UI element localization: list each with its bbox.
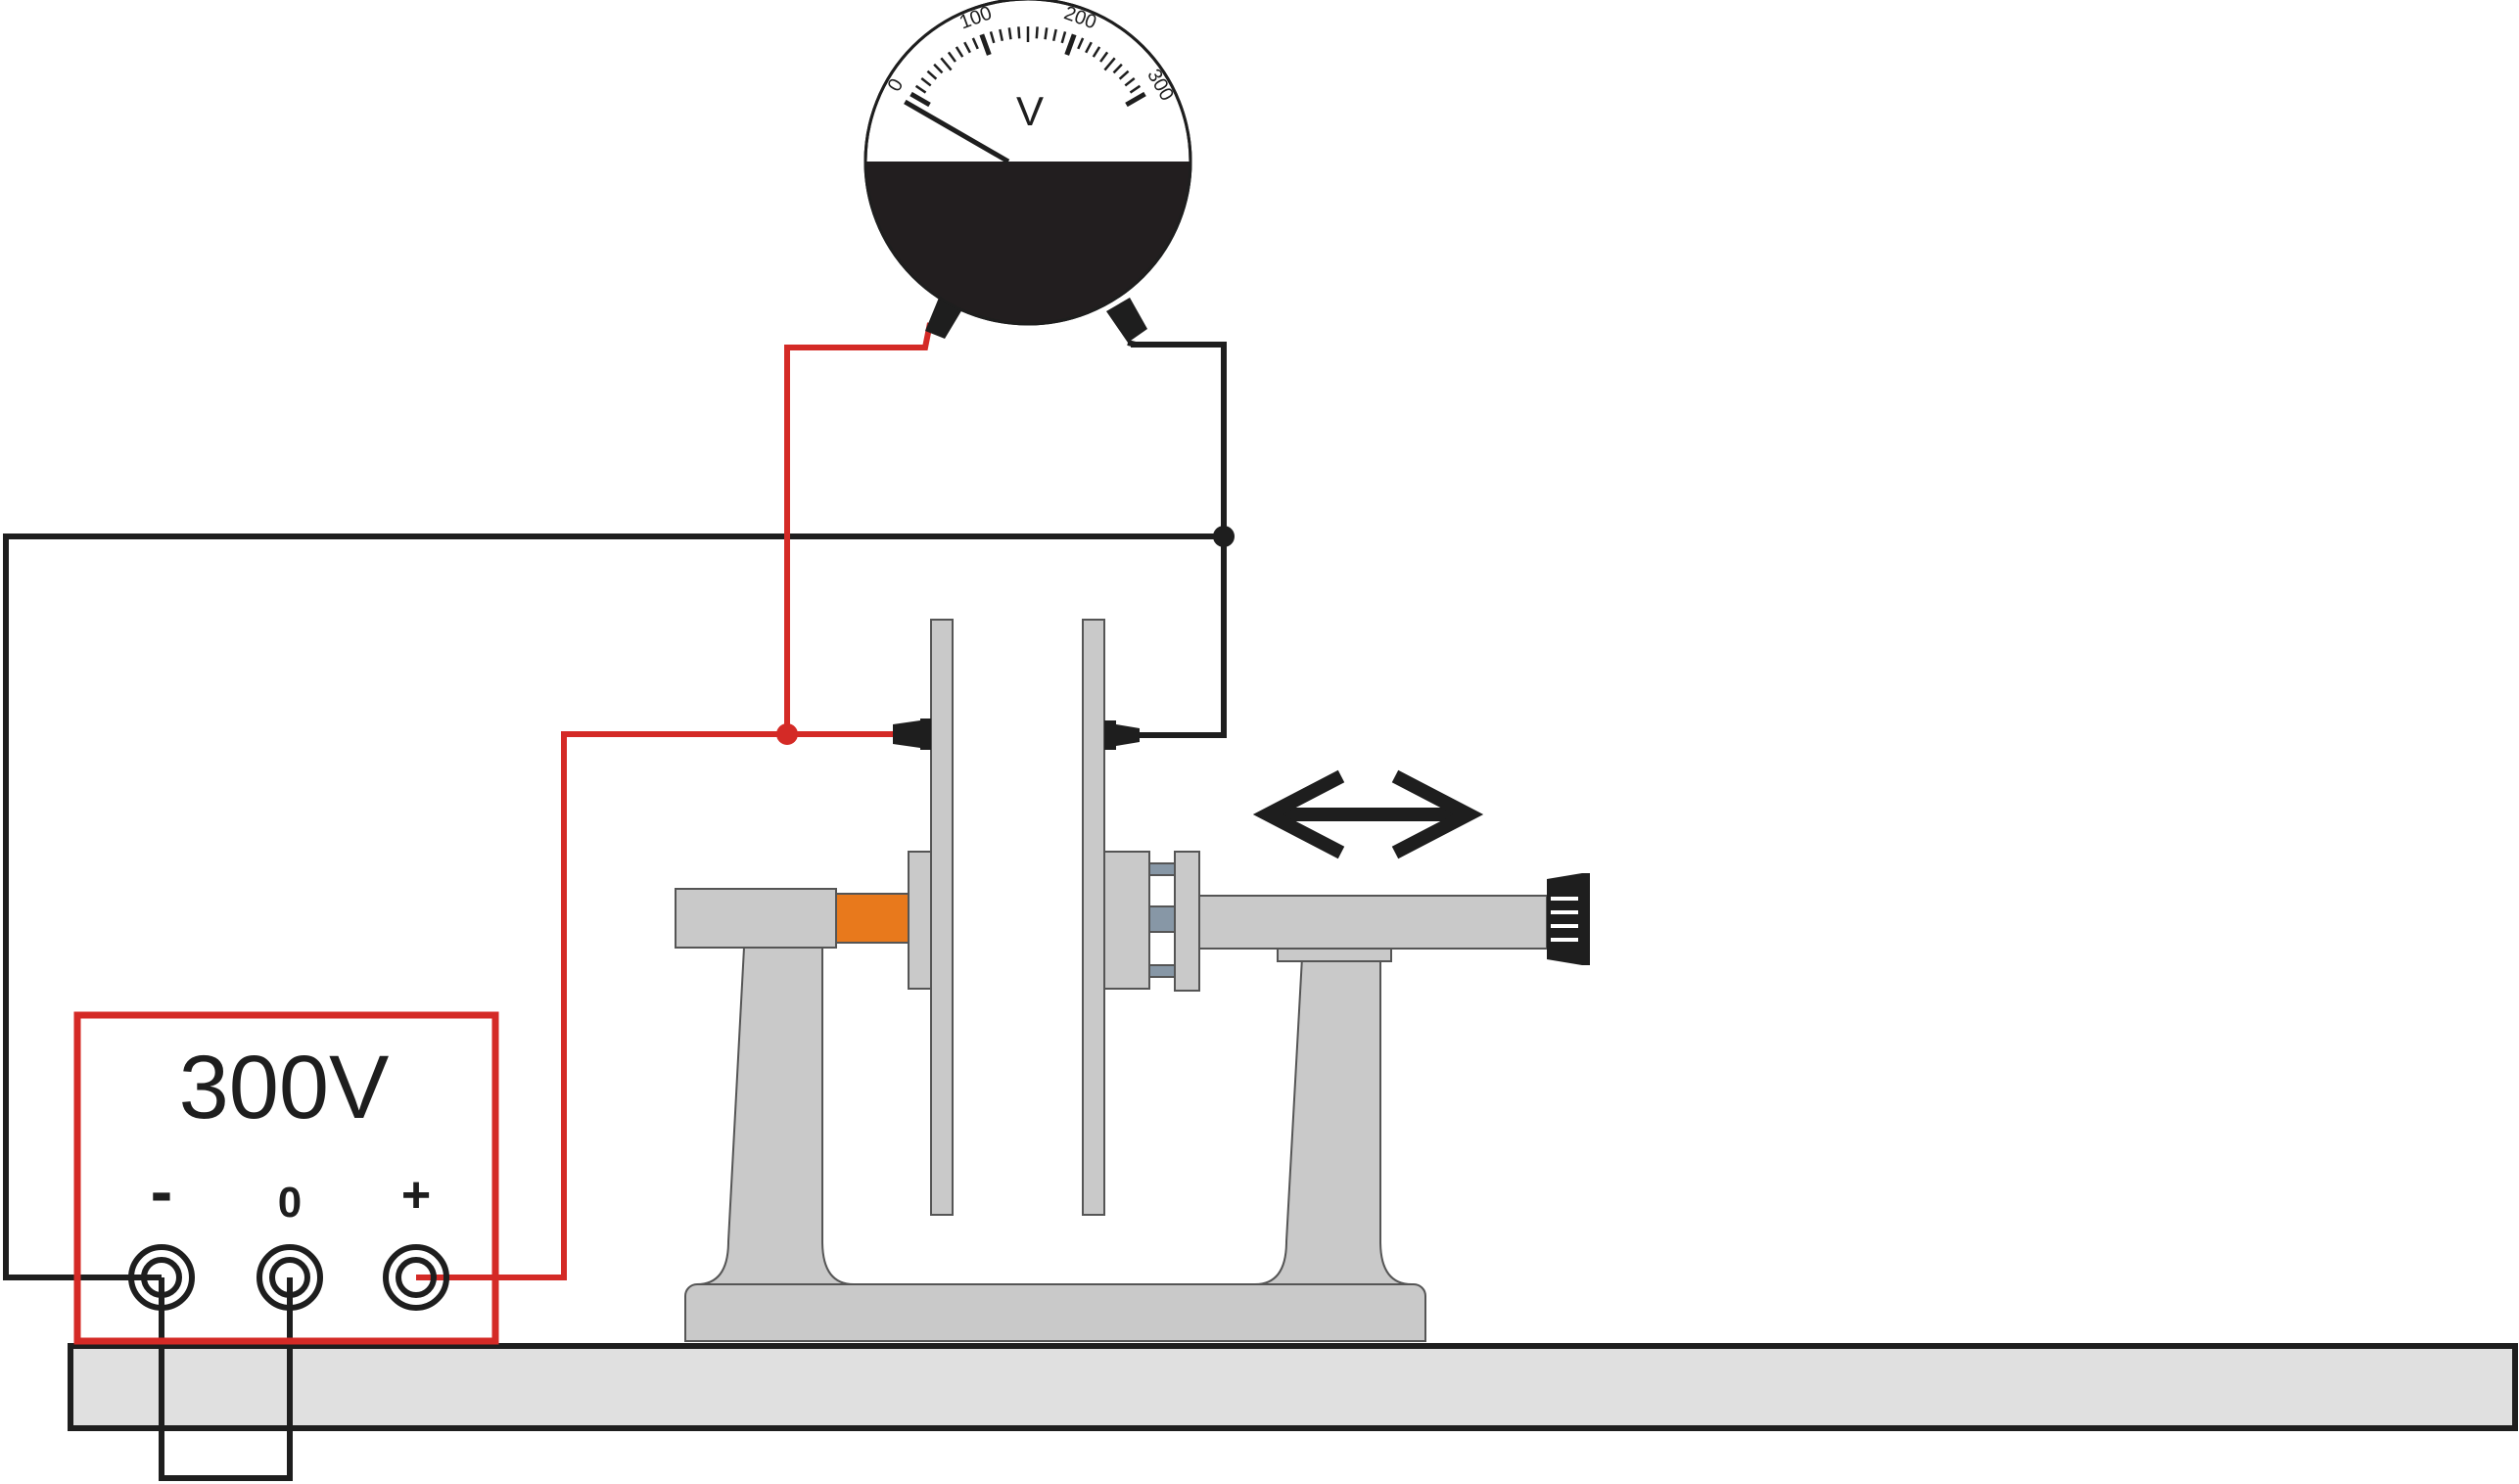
power-supply-box xyxy=(73,1011,499,1345)
scale-minor-tick xyxy=(1085,41,1093,54)
scale-minor-tick xyxy=(1017,26,1021,39)
slider-bolts xyxy=(1148,862,1176,978)
scale-minor-tick xyxy=(1103,57,1116,71)
scale-minor-tick xyxy=(1099,51,1109,63)
terminal-zero-socket[interactable] xyxy=(257,1244,323,1311)
ground-junction-dot xyxy=(1213,526,1235,547)
right-capacitor-plate[interactable] xyxy=(1082,619,1105,1216)
voltmeter-body xyxy=(865,162,1190,324)
scale-minor-tick xyxy=(999,28,1004,42)
scale-minor-tick xyxy=(1129,84,1142,94)
scale-minor-tick xyxy=(1077,37,1085,50)
scale-major-tick xyxy=(979,33,992,56)
scale-major-tick xyxy=(1125,91,1146,108)
stand-base xyxy=(684,1283,1426,1342)
scale-minor-tick xyxy=(955,46,964,58)
scale-minor-tick xyxy=(1112,63,1123,74)
scale-minor-tick xyxy=(1044,27,1049,40)
terminal-minus-label: - xyxy=(151,1154,173,1229)
scale-minor-tick xyxy=(1035,26,1039,39)
scale-minor-tick xyxy=(1060,31,1067,44)
positive-wires xyxy=(416,322,933,1280)
voltmeter-needle xyxy=(904,99,1010,164)
terminal-plus-label: + xyxy=(401,1167,431,1224)
scale-minor-tick xyxy=(963,41,971,54)
power-supply-voltage-label: 300V xyxy=(179,1038,390,1137)
right-pillar xyxy=(1254,956,1413,1285)
right-pillar-cap xyxy=(1277,947,1392,962)
left-pillar xyxy=(696,947,855,1285)
scale-minor-tick xyxy=(947,51,956,63)
scale-minor-tick xyxy=(1124,77,1136,87)
left-plate-holder xyxy=(908,851,935,990)
scale-minor-tick xyxy=(926,70,938,80)
power-supply: 300V - 0 + xyxy=(73,1011,499,1345)
scale-minor-tick xyxy=(933,63,944,74)
left-arm xyxy=(675,888,837,949)
right-plate-connector xyxy=(1104,720,1140,750)
scale-major-tick xyxy=(910,91,931,108)
scale-minor-tick xyxy=(940,57,953,71)
voltmeter-left-terminal xyxy=(925,298,962,339)
voltmeter-right-terminal xyxy=(1106,298,1147,348)
movement-double-arrow-icon xyxy=(1252,769,1484,859)
terminal-zero-label: 0 xyxy=(278,1179,302,1227)
right-rod xyxy=(1198,895,1548,950)
scale-minor-tick xyxy=(1092,46,1101,58)
scale-minor-tick xyxy=(1007,27,1012,40)
right-plate-holder xyxy=(1103,851,1150,990)
scale-minor-tick xyxy=(914,84,927,94)
scale-minor-tick xyxy=(920,77,932,87)
capacitor-stand xyxy=(675,619,1548,1342)
scale-minor-tick xyxy=(989,31,996,44)
bench-top xyxy=(68,1343,2518,1431)
scale-minor-tick xyxy=(971,37,979,50)
adjustment-knob[interactable] xyxy=(1547,873,1590,965)
voltmeter-unit-label: V xyxy=(1016,88,1044,134)
terminal-minus-socket[interactable] xyxy=(128,1244,195,1311)
left-capacitor-plate[interactable] xyxy=(930,619,954,1216)
insulator-block xyxy=(835,893,910,944)
scale-minor-tick xyxy=(1051,28,1057,42)
positive-junction-dot xyxy=(776,723,798,745)
terminal-plus-socket[interactable] xyxy=(383,1244,449,1311)
voltmeter-scale xyxy=(910,26,1146,108)
scale-minor-tick xyxy=(1118,70,1130,80)
left-plate-connector xyxy=(893,719,931,750)
scale-major-tick xyxy=(1064,33,1077,56)
carriage-block xyxy=(1174,851,1200,992)
